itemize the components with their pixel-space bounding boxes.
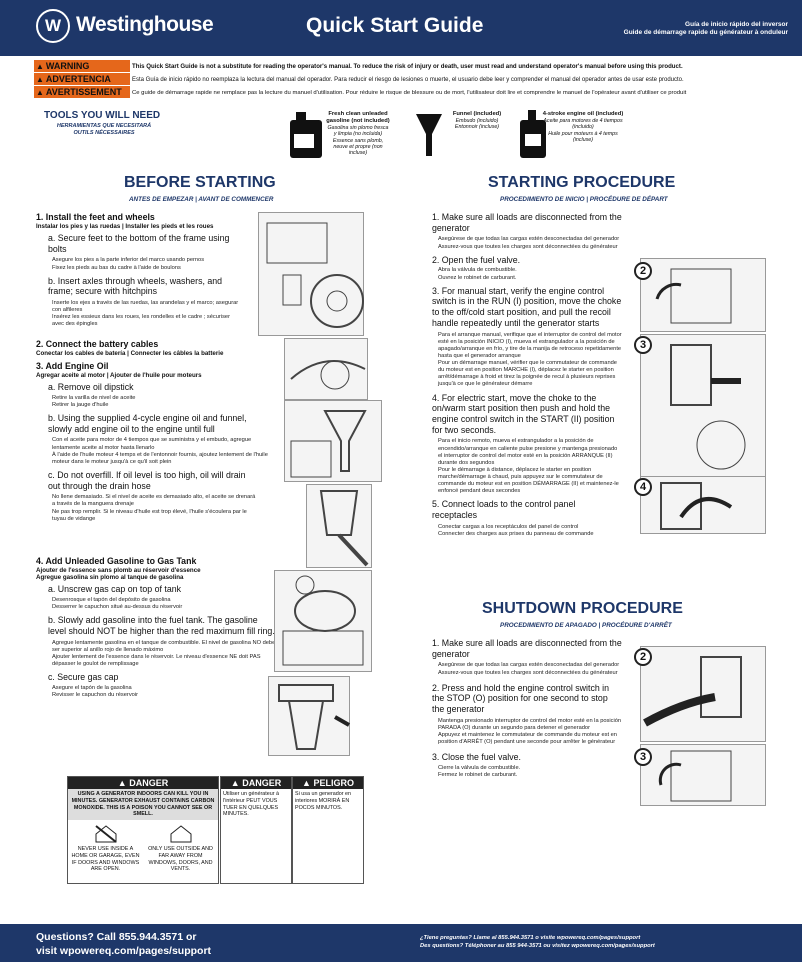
danger-label-fr: ▲ DANGER Utiliser un générateur à l'inté…	[220, 776, 292, 884]
drain-hose-illustration	[306, 484, 372, 568]
warning-label: ▲WARNING	[34, 60, 130, 72]
start-switch-illustration	[640, 476, 766, 534]
warning-triangle-icon: ▲	[36, 88, 44, 97]
oil-fill-illustration	[284, 400, 382, 482]
title-fr: Guide de démarrage rapide du générateur …	[623, 29, 788, 36]
tool-funnel: Funnel (included)Embudo (incluido)Entonn…	[452, 111, 502, 131]
danger-label-en: ▲ DANGER USING A GENERATOR INDOORS CAN K…	[67, 776, 219, 884]
starting-procedure-subtitle: PROCEDIMIENTO DE INICIO | PROCÉDURE DE D…	[500, 196, 668, 203]
tool-gasoline: Fresh clean unleaded gasoline (not inclu…	[326, 111, 390, 157]
warning-triangle-icon: ▲	[230, 778, 243, 788]
page-title: Quick Start Guide	[306, 14, 484, 37]
gas-can-icon	[290, 112, 322, 158]
tools-title: TOOLS YOU WILL NEED	[44, 110, 161, 121]
fuel-valve-illustration	[640, 258, 766, 332]
starting-procedure-title: STARTING PROCEDURE	[488, 174, 676, 191]
warning-triangle-icon: ▲	[36, 75, 44, 84]
title-es: Guía de inicio rápido del inversor	[685, 21, 788, 28]
step-badge-4: 4	[634, 478, 652, 496]
stop-switch-illustration	[640, 646, 766, 742]
tools-subtitle-es: HERRAMIENTAS QUE NECESITARÁ	[56, 123, 152, 129]
before-starting-title: BEFORE STARTING	[124, 174, 276, 191]
advertencia-text: Esta Guía de inicio rápido no reemplaza …	[132, 77, 684, 83]
header-bar: W Westinghouse Quick Start Guide Guía de…	[0, 0, 802, 56]
house-outside-icon	[170, 825, 191, 843]
step-2-block: 2. Connect the battery cables Conectar l…	[36, 339, 224, 357]
tools-subtitle-fr: OUTILS NÉCESSAIRES	[73, 130, 135, 136]
fill-ring-illustration	[268, 676, 350, 756]
step-1-block: 1. Install the feet and wheels Instalar …	[36, 212, 239, 328]
warning-triangle-icon: ▲	[302, 778, 314, 788]
starting-steps: 1. Make sure all loads are disconnected …	[432, 212, 622, 537]
close-fuel-valve-illustration	[640, 744, 766, 806]
funnel-icon	[416, 114, 442, 156]
footer-contact-translations: ¿Tiene preguntas? Llame al 855.944.3571 …	[420, 935, 655, 950]
warning-text: This Quick Start Guide is not a substitu…	[132, 63, 683, 70]
step-badge-2: 2	[634, 262, 652, 280]
westinghouse-logo-icon: W	[36, 9, 70, 43]
step-badge-2: 2	[634, 648, 652, 666]
house-no-icon	[94, 825, 117, 843]
brand-name: Westinghouse	[76, 13, 214, 36]
feet-wheels-illustration	[258, 212, 364, 336]
shutdown-procedure-subtitle: PROCEDIMIENTO DE APAGADO | PROCÉDURE D'A…	[500, 622, 672, 629]
oil-bottle-icon	[520, 110, 546, 158]
advertencia-label: ▲ADVERTENCIA	[34, 73, 130, 85]
shutdown-steps: 1. Make sure all loads are disconnected …	[432, 638, 622, 779]
shutdown-procedure-title: SHUTDOWN PROCEDURE	[482, 600, 683, 617]
tool-oil: 4-stroke engine oil (included)Aceite par…	[542, 111, 624, 143]
run-switch-illustration	[640, 334, 766, 480]
warning-triangle-icon: ▲	[117, 778, 130, 788]
step-badge-3: 3	[634, 336, 652, 354]
step-4-block: 4. Add Unleaded Gasoline to Gas Tank Ajo…	[36, 556, 276, 699]
warning-triangle-icon: ▲	[36, 62, 44, 71]
danger-label-es: ▲ PELIGRO Si usa un generador en interio…	[292, 776, 364, 884]
step-3-block: 3. Add Engine Oil Agregar aceite al moto…	[36, 361, 268, 522]
before-starting-subtitle: ANTES DE EMPEZAR | AVANT DE COMMENCER	[129, 196, 274, 203]
gas-tank-illustration	[274, 570, 372, 672]
avertissement-text: Ce guide de démarrage rapide ne remplace…	[132, 90, 687, 96]
battery-illustration	[284, 338, 368, 400]
step-badge-3: 3	[634, 748, 652, 766]
avertissement-label: ▲AVERTISSEMENT	[34, 86, 130, 98]
